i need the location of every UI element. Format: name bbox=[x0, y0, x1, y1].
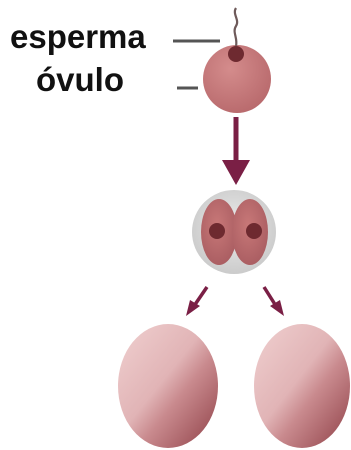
daughter-cell-right bbox=[254, 324, 350, 448]
left-nucleus bbox=[209, 223, 225, 239]
left-arrow-shaft bbox=[194, 287, 207, 306]
sperm-head bbox=[228, 46, 244, 62]
sperm-tail bbox=[235, 8, 238, 46]
right-arrow-shaft bbox=[264, 287, 276, 306]
right-nucleus bbox=[246, 223, 262, 239]
down-arrow-head bbox=[222, 160, 250, 185]
daughter-cell-left bbox=[118, 324, 218, 448]
